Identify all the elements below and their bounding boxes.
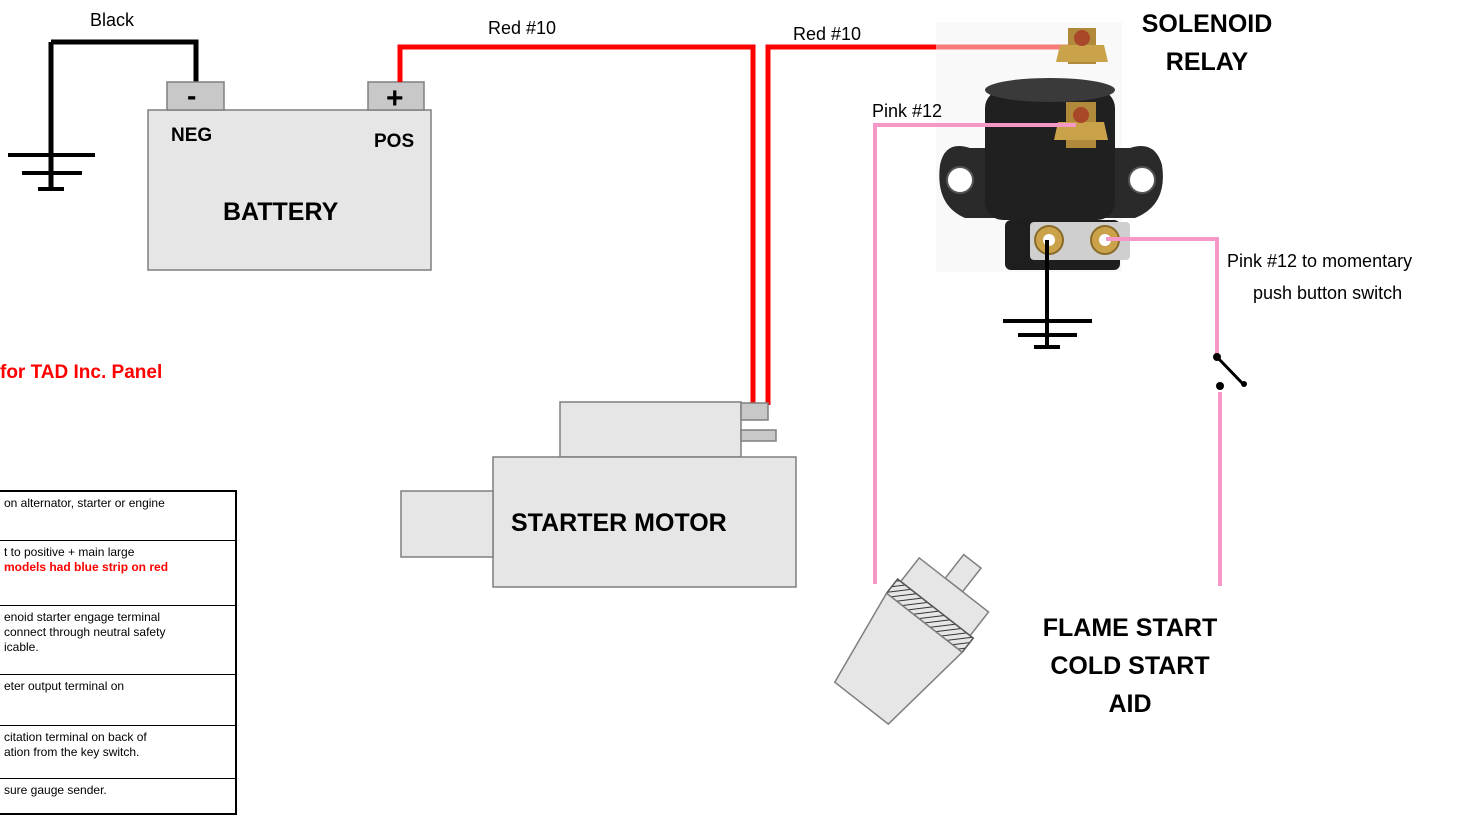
positive-symbol: +: [386, 82, 404, 115]
pink-wire-label: Pink #12: [872, 101, 943, 121]
flame-label-line3: AID: [1108, 690, 1152, 718]
wiring-diagram: [8, 28, 1247, 726]
pink-switch-label-line1: Pink #12 to momentary: [1227, 251, 1413, 271]
pink-wire-to-switch: [1106, 237, 1219, 357]
negative-terminal: [166, 81, 225, 111]
flame-start-aid: [833, 553, 990, 726]
legend-row: enoid starter engage terminal connect th…: [0, 605, 236, 675]
legend-row: sure gauge sender.: [0, 778, 236, 815]
pink-switch-label-line2: push button switch: [1253, 283, 1403, 303]
starter-motor-label: STARTER MOTOR: [511, 509, 727, 537]
solenoid-label-line2: RELAY: [1165, 48, 1249, 76]
legend-text: citation terminal on back of ation from …: [4, 730, 147, 759]
ground-symbol-left: [8, 42, 95, 191]
legend-text: eter output terminal on: [4, 679, 125, 693]
ground-symbol-right: [1003, 240, 1092, 349]
legend-row: on alternator, starter or engine: [0, 490, 236, 541]
legend-text: t to positive + main large: [4, 545, 135, 559]
battery: [147, 81, 432, 271]
red-wire-battery: [397, 44, 756, 405]
legend-row: eter output terminal on: [0, 674, 236, 726]
neg-label: NEG: [171, 125, 213, 146]
flame-label-line1: FLAME START: [1042, 614, 1218, 642]
legend-text: sure gauge sender.: [4, 783, 107, 797]
black-wire-label: Black: [90, 10, 135, 30]
pos-label: POS: [374, 131, 415, 152]
red-wire-solenoid-label: Red #10: [793, 24, 862, 44]
pink-wire-to-flame: [873, 123, 1076, 584]
push-button-switch[interactable]: [1213, 353, 1247, 390]
legend-row: citation terminal on back of ation from …: [0, 725, 236, 779]
legend-note-red: models had blue strip on red: [4, 560, 169, 574]
legend-table: on alternator, starter or engine t to po…: [0, 490, 237, 815]
battery-label: BATTERY: [223, 198, 339, 226]
red-wire-battery-label: Red #10: [488, 18, 557, 38]
black-wire: [51, 39, 199, 82]
panel-title: for TAD Inc. Panel: [0, 362, 163, 383]
solenoid-label-line1: SOLENOID: [1141, 10, 1273, 38]
negative-symbol: -: [187, 80, 197, 111]
legend-text: enoid starter engage terminal connect th…: [4, 610, 166, 654]
positive-terminal: [367, 81, 425, 111]
flame-label-line2: COLD START: [1050, 652, 1210, 680]
starter-motor: [400, 401, 797, 588]
legend-text: on alternator, starter or engine: [4, 496, 165, 510]
